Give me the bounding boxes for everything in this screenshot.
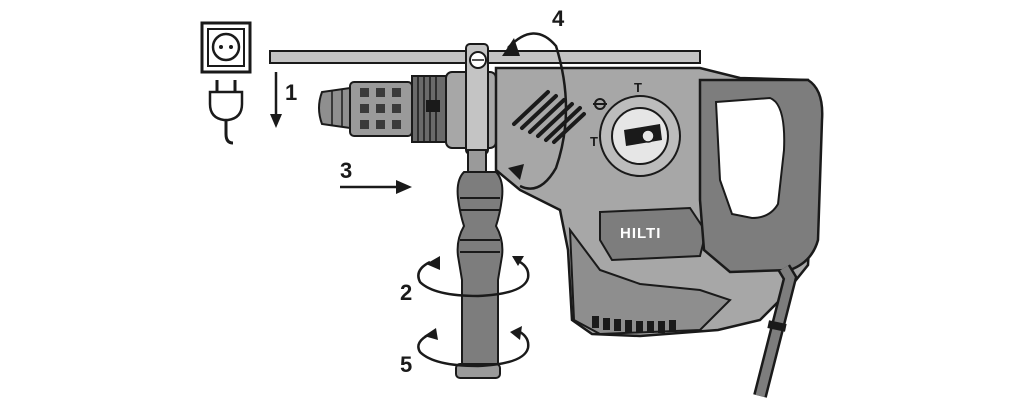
arrow-step-3 [340, 180, 412, 194]
step-label-3: 3 [340, 158, 352, 183]
rotation-arrow-step-5 [417, 326, 530, 368]
drill-chuck [318, 75, 447, 143]
mode-drill-icon [593, 98, 607, 110]
mode-mark-hammer: T [634, 80, 642, 95]
rear-handle [698, 78, 824, 274]
power-cord [753, 264, 798, 398]
step-label-2: 2 [400, 280, 412, 305]
rotation-arrow-step-2 [417, 256, 530, 298]
mode-mark-rotary: T [590, 134, 598, 149]
step-label-4: 4 [552, 6, 565, 31]
power-plug-icon [208, 80, 244, 145]
side-handle-clamp [445, 43, 497, 155]
rotation-arrow-step-4 [502, 32, 568, 190]
step-label-5: 5 [400, 352, 412, 377]
brand-logo-text: HILTI [620, 225, 661, 242]
side-handle-grip [455, 149, 504, 379]
wall-socket-icon [200, 21, 252, 74]
arrow-step-1 [270, 72, 282, 128]
step-label-1: 1 [285, 80, 297, 105]
